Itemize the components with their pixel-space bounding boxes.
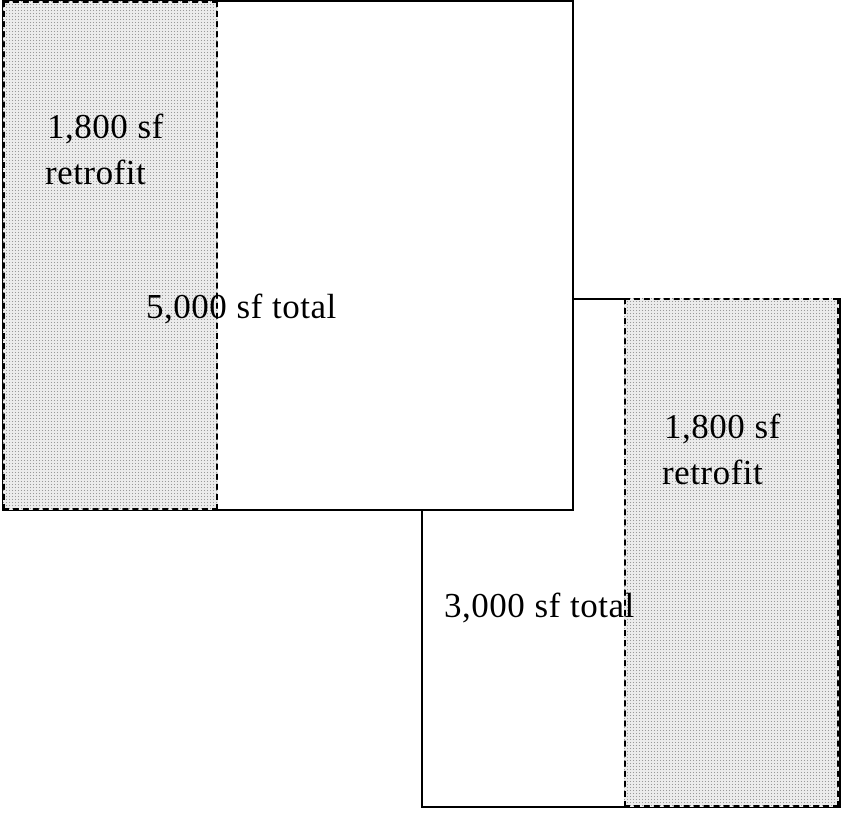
building-a-retrofit-word-label: retrofit [45, 153, 147, 192]
building-b-total-label: 3,000 sf total [444, 586, 635, 625]
building-b-retrofit-word-label: retrofit [662, 453, 764, 492]
building-b-retrofit-area-label: 1,800 sf [664, 407, 781, 446]
building-a-retrofit-zone [3, 1, 218, 510]
building-a-total-label: 5,000 sf total [146, 287, 337, 326]
building-b-retrofit-zone [624, 298, 839, 807]
building-a-retrofit-area-label: 1,800 sf [47, 107, 164, 146]
